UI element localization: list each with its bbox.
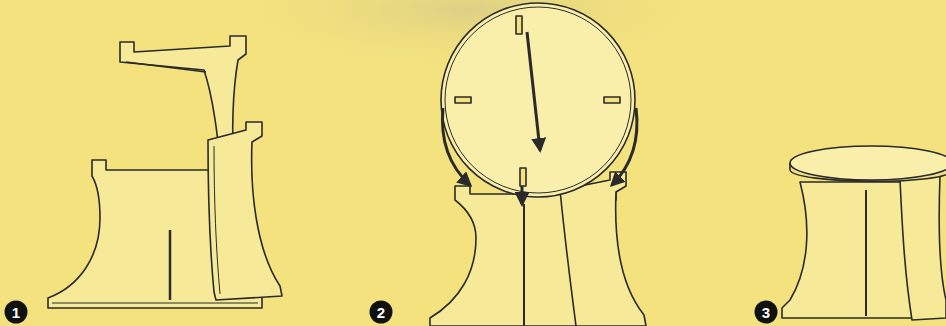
step2-arrows [442,32,637,204]
step2-assembly [430,3,646,326]
callout-number: 3 [754,300,778,324]
callout-number-text: 1 [12,305,20,320]
callout-number: 2 [369,300,393,324]
step1-boards [48,36,282,308]
callout-number-text: 3 [762,305,770,320]
callout-number-text: 2 [377,305,385,320]
callout-number: 1 [4,300,28,324]
step3-stool [782,146,946,320]
